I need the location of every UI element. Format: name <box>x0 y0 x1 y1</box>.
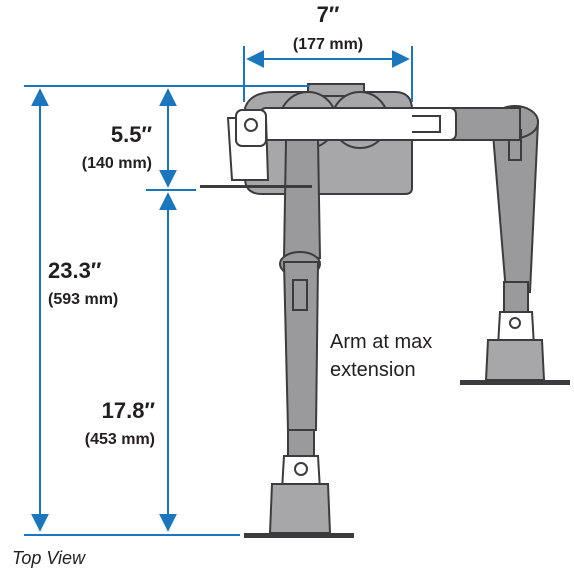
retracted-arm-upper-segment <box>282 139 322 259</box>
width-metric-label: (177 mm) <box>293 36 363 53</box>
clamp-bar <box>259 107 457 141</box>
clamp-plate <box>200 185 312 188</box>
dimension-lines <box>24 46 413 536</box>
overall-length-imperial-label: 23.3″ <box>48 258 102 283</box>
extended-arm-base <box>484 339 546 381</box>
overall-length-metric-label: (593 mm) <box>48 291 118 308</box>
extended-arm <box>451 105 570 385</box>
width-imperial-label: 7″ <box>317 2 340 27</box>
extended-arm-wrist <box>503 281 529 313</box>
annotation-line-2: extension <box>330 359 416 381</box>
clamp-assembly <box>200 107 457 188</box>
retracted-arm-base-plate <box>244 533 354 538</box>
clamp-pivot <box>244 118 258 132</box>
retracted-arm-wrist <box>287 429 315 459</box>
extended-arm-upper-segment <box>451 107 521 141</box>
annotation-line-1: Arm at max <box>330 331 432 353</box>
view-caption: Top View <box>12 548 86 568</box>
retracted-arm-pivot <box>294 462 308 476</box>
extended-arm-base-plate <box>460 380 570 385</box>
arm-length-metric-label: (453 mm) <box>85 431 155 448</box>
retracted-arm-clip <box>292 279 308 311</box>
retracted-arm-base <box>268 483 332 534</box>
depth-metric-label: (140 mm) <box>82 155 152 172</box>
arm-length-imperial-label: 17.8″ <box>102 398 156 423</box>
extended-arm-pivot <box>509 317 521 329</box>
depth-imperial-label: 5.5″ <box>111 122 153 147</box>
clamp-end-slot <box>412 115 441 133</box>
